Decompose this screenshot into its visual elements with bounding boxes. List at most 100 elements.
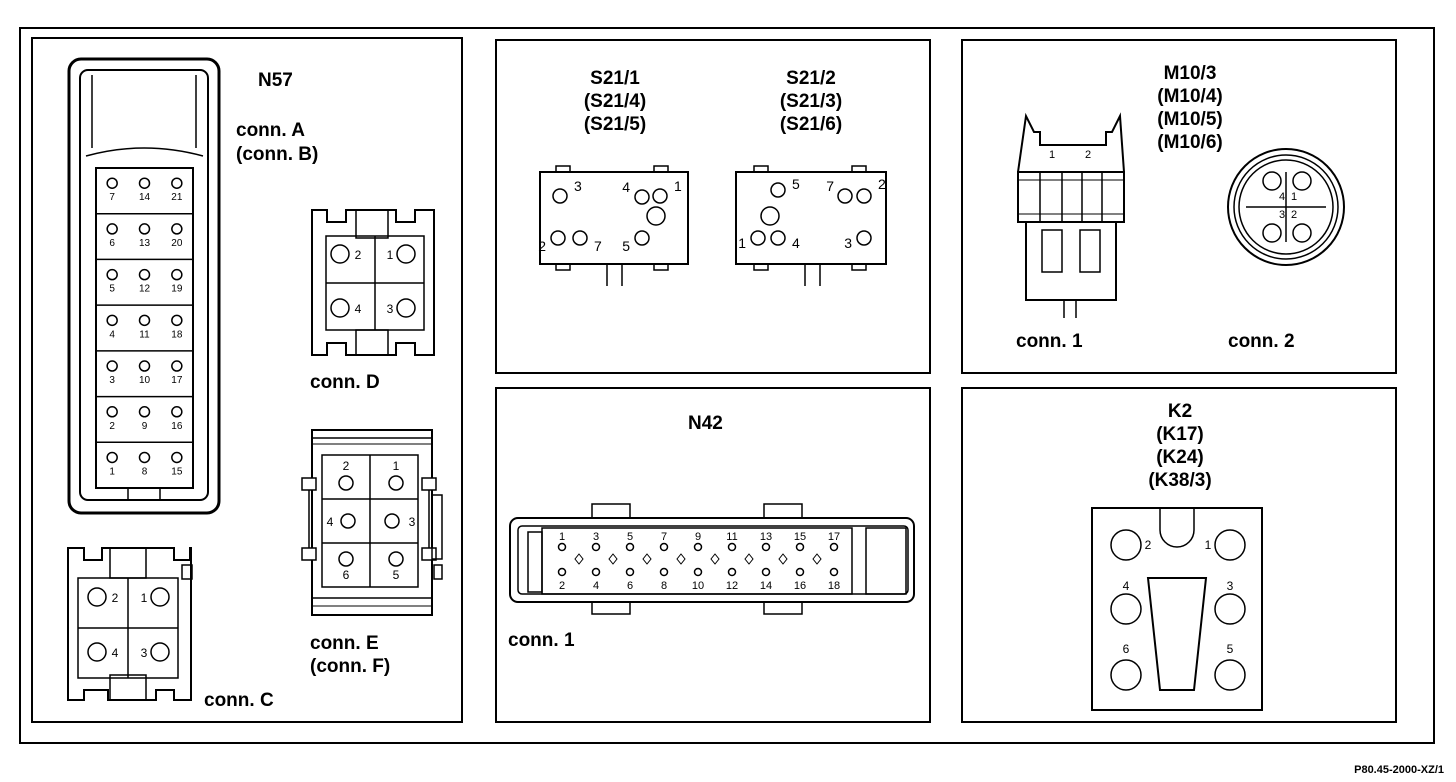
pin-number: 3: [1227, 579, 1234, 593]
pin-socket: [106, 268, 118, 281]
pin-socket: [138, 406, 151, 418]
pin-socket: [106, 223, 118, 235]
k2-title-line-1: K2: [1167, 401, 1193, 422]
pin-number: 5: [393, 568, 400, 582]
panel-s21-frame: [495, 39, 931, 374]
conn-f-label: (conn. F): [310, 656, 391, 677]
pin-number: 1: [387, 248, 394, 262]
pin-number: 7: [109, 192, 115, 203]
pin-number: 8: [661, 580, 667, 592]
pin-socket: [634, 230, 650, 246]
pin-number: 12: [726, 580, 738, 592]
pin-socket: [87, 587, 107, 607]
pin-number: 9: [142, 421, 148, 432]
pin-number: 17: [828, 531, 840, 543]
pin-number: 17: [171, 375, 183, 386]
pin-number: 1: [1049, 149, 1055, 161]
pin-socket: [87, 642, 107, 662]
pin-socket: [396, 298, 416, 318]
pin-number: 1: [1291, 191, 1297, 203]
pin-socket: [693, 567, 703, 577]
m10-title: M10/3 (M10/4) (M10/5) (M10/6): [1130, 62, 1250, 154]
panel-k2-frame: [961, 387, 1397, 723]
pin-socket: [659, 542, 669, 552]
pin-number: 21: [171, 192, 183, 203]
pin-number: 2: [1085, 149, 1091, 161]
pin-socket: [1214, 593, 1246, 625]
pin-number: 1: [393, 459, 400, 473]
pin-number: 3: [141, 646, 148, 660]
k2-relay-base: [1091, 507, 1263, 711]
pin-number: 4: [355, 302, 362, 316]
s21-right-line-3: (S21/6): [779, 114, 843, 135]
pin-socket: [330, 244, 350, 264]
m10-title-line-2: (M10/4): [1157, 86, 1223, 107]
pin-number: 18: [171, 329, 183, 340]
panel-n57-frame: [31, 37, 463, 723]
pin-number: 9: [695, 531, 701, 543]
pin-number: 4: [109, 329, 115, 340]
pin-socket: [1110, 659, 1142, 691]
pin-number: 1: [1205, 538, 1212, 552]
m10-title-line-1: M10/3: [1163, 63, 1217, 84]
pin-number: 15: [794, 531, 806, 543]
n57-title: N57: [258, 70, 293, 91]
s21-left-line-1: S21/1: [590, 68, 640, 89]
pin-number: 19: [171, 284, 183, 295]
pin-socket: [770, 182, 786, 198]
pin-number: 13: [760, 531, 772, 543]
pin-separator: [710, 553, 720, 565]
pin-number: 5: [1227, 642, 1234, 656]
m10-conn2-label: conn. 2: [1228, 331, 1295, 352]
pin-socket: [856, 230, 872, 246]
pin-socket: [625, 567, 635, 577]
pin-number: 5: [627, 531, 633, 543]
pin-number: 2: [343, 459, 350, 473]
pin-socket: [150, 587, 170, 607]
pin-number: 11: [139, 329, 150, 340]
pin-socket: [388, 475, 404, 491]
pin-number: 3: [574, 178, 582, 194]
pin-number: 2: [878, 176, 886, 192]
pin-socket: [138, 177, 151, 189]
pin-number: 1: [559, 531, 565, 543]
pin-number: 12: [139, 284, 151, 295]
pin-separator: [608, 553, 618, 565]
pin-socket: [552, 188, 568, 204]
pin-socket: [171, 360, 183, 372]
pin-number: 3: [844, 235, 852, 251]
pin-number: 4: [112, 646, 119, 660]
reference-code: P80.45-2000-XZ/1: [1354, 764, 1444, 776]
pin-socket: [1262, 223, 1282, 243]
k2-title-line-3: (K24): [1156, 447, 1204, 468]
pin-socket: [138, 223, 151, 235]
pin-number: 3: [593, 531, 599, 543]
panel-n42-frame: [495, 387, 931, 723]
pin-number: 10: [692, 580, 704, 592]
conn-b-label: (conn. B): [236, 144, 319, 165]
pin-socket: [384, 513, 400, 529]
pin-number: 18: [828, 580, 840, 592]
pin-number: 3: [1279, 209, 1285, 221]
pin-number: 20: [171, 238, 183, 249]
s21-left-title: S21/1 (S21/4) (S21/5): [560, 67, 670, 136]
pin-socket: [557, 542, 567, 552]
pin-number: 6: [627, 580, 633, 592]
pin-number: 11: [726, 531, 737, 543]
k2-title-line-4: (K38/3): [1148, 470, 1212, 491]
m10-conn2-housing: [1227, 148, 1345, 266]
pin-socket: [652, 188, 668, 204]
s21-left-line-3: (S21/5): [583, 114, 647, 135]
pin-socket: [106, 314, 118, 327]
pin-number: 6: [343, 568, 350, 582]
pin-number: 7: [594, 238, 602, 254]
pin-number: 16: [171, 421, 183, 432]
pin-number: 5: [109, 284, 115, 295]
pin-socket: [829, 567, 839, 577]
pin-socket: [150, 642, 170, 662]
pin-socket: [106, 177, 118, 189]
pin-socket: [795, 567, 805, 577]
